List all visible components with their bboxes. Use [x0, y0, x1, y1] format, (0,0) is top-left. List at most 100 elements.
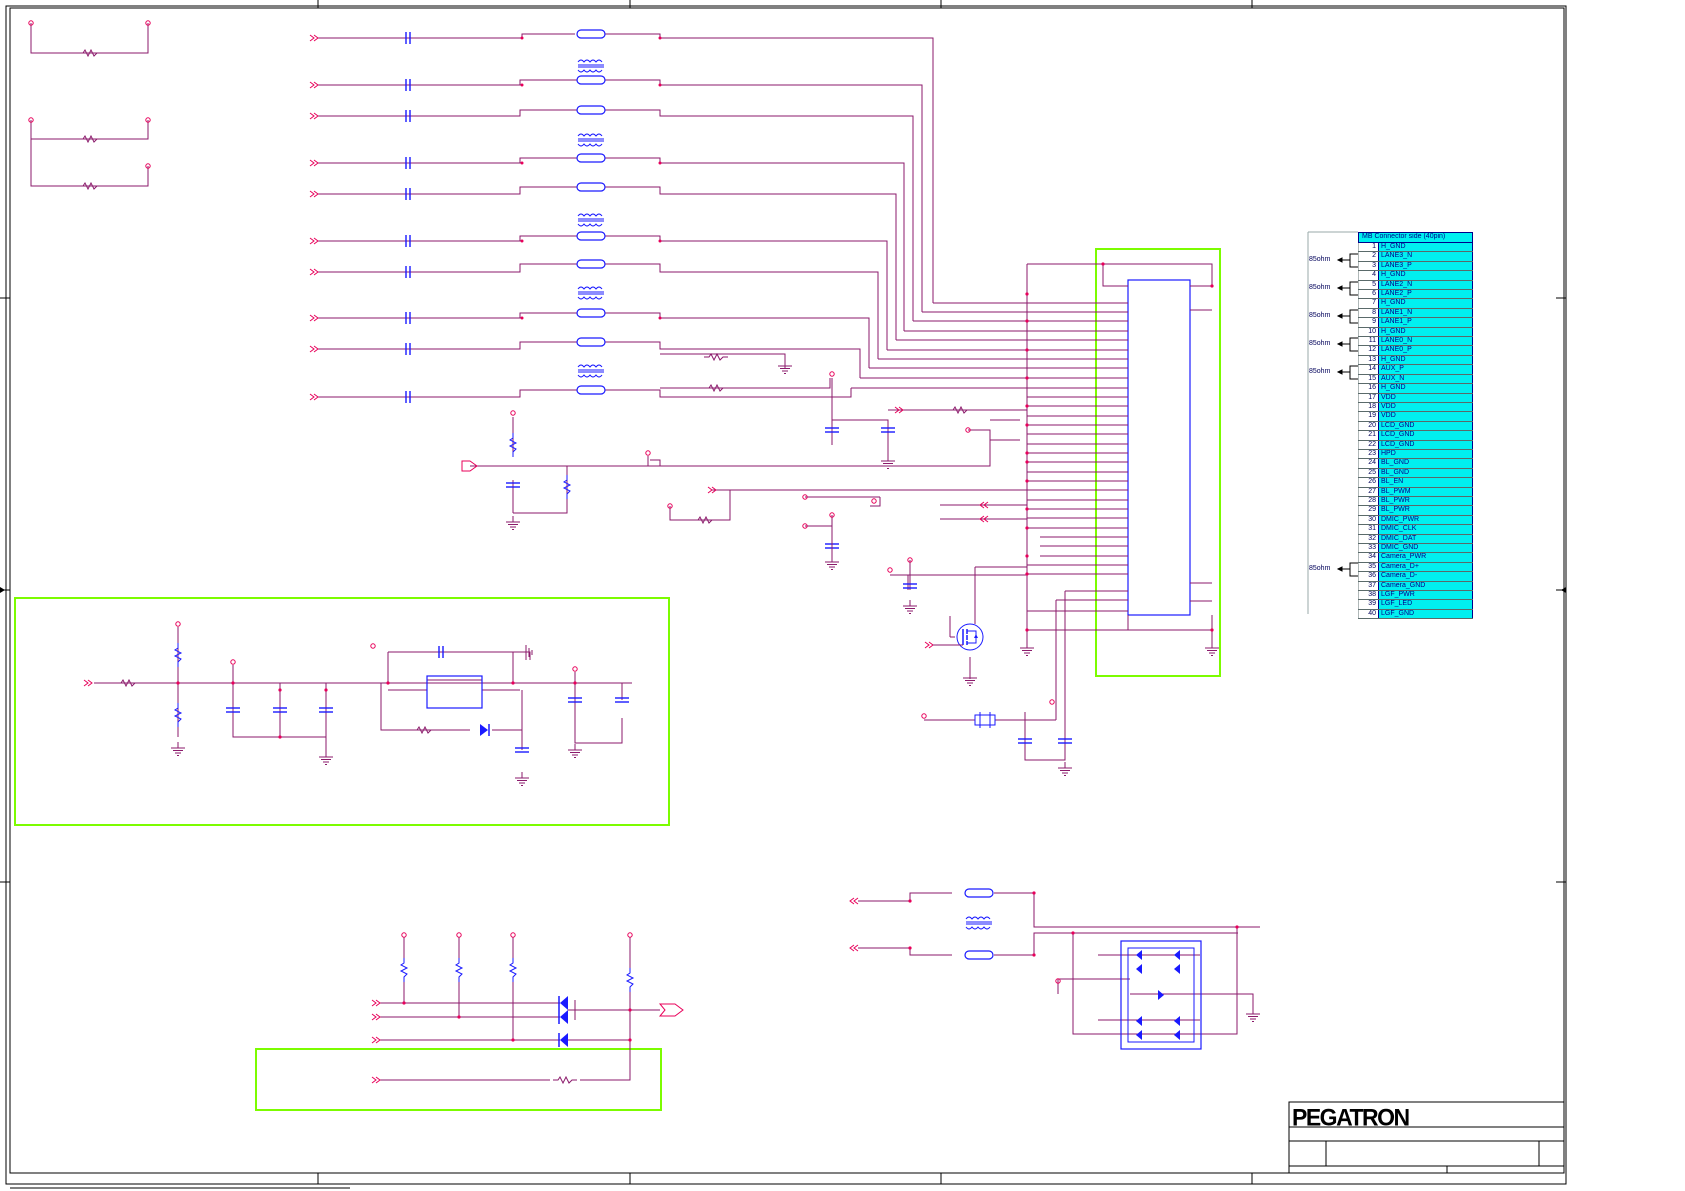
pin-number: 14	[1358, 364, 1379, 375]
pin-signal: BL_PWR	[1378, 505, 1473, 516]
pin-signal: LCD_GND	[1378, 430, 1473, 441]
pin-signal: H_GND	[1378, 383, 1473, 394]
pin-number: 11	[1358, 336, 1379, 347]
pin-number: 21	[1358, 430, 1379, 441]
pin-number: 17	[1358, 393, 1379, 403]
impedance-label: 85ohm	[1309, 256, 1331, 263]
pin-number: 16	[1358, 383, 1379, 394]
aux-and-control-network	[461, 315, 1028, 679]
pin-signal: LGF_PWR	[1378, 590, 1473, 601]
pin-number: 31	[1358, 524, 1379, 535]
pin-signal: VDD	[1378, 393, 1473, 403]
pin-signal: AUX_N	[1378, 374, 1473, 385]
pin-number: 23	[1358, 449, 1379, 460]
pin-signal: LCD_GND	[1378, 440, 1473, 450]
impedance-label: 85ohm	[1309, 368, 1331, 375]
pin-number: 39	[1358, 599, 1379, 610]
pin-signal: LANE1_P	[1378, 317, 1473, 328]
pin-number: 29	[1358, 505, 1379, 516]
pin-number: 15	[1358, 374, 1379, 385]
pin-signal: LANE2_N	[1378, 280, 1473, 291]
pin-signal: BL_PWM	[1378, 487, 1473, 497]
pin-number: 9	[1358, 317, 1379, 328]
pin-signal: LANE2_P	[1378, 289, 1473, 300]
impedance-label: 85ohm	[1309, 284, 1331, 291]
pin-signal: Camera_PWR	[1378, 552, 1473, 563]
impedance-label: 85ohm	[1309, 312, 1331, 319]
pin-signal: LANE3_P	[1378, 261, 1473, 272]
pin-number: 6	[1358, 289, 1379, 300]
pin-number: 5	[1358, 280, 1379, 291]
pin-number: 4	[1358, 270, 1379, 281]
pin-signal: BL_GND	[1378, 458, 1473, 469]
pin-number: 2	[1358, 251, 1379, 262]
sheet-frame	[0, 0, 1567, 1185]
pin-number: 10	[1358, 327, 1379, 338]
impedance-label: 85ohm	[1309, 340, 1331, 347]
title-block	[1288, 1101, 1565, 1174]
pin-number: 20	[1358, 421, 1379, 432]
pin-number: 18	[1358, 402, 1379, 413]
camera-power-filter	[921, 699, 1073, 776]
pin-signal: Camera_GND	[1378, 581, 1473, 592]
pin-number: 34	[1358, 552, 1379, 563]
pin-number: 32	[1358, 534, 1379, 545]
pin-number: 19	[1358, 411, 1379, 422]
pin-number: 35	[1358, 562, 1379, 573]
pin-signal: DMIC_DAT	[1378, 534, 1473, 545]
pin-signal: LANE3_N	[1378, 251, 1473, 262]
pin-signal: H_GND	[1378, 298, 1473, 309]
pin-signal: LANE1_N	[1378, 308, 1473, 319]
pin-signal: VDD	[1378, 402, 1473, 413]
pin-signal: VDD	[1378, 411, 1473, 422]
pin-signal: DMIC_GND	[1378, 543, 1473, 554]
pin-number: 13	[1358, 355, 1379, 366]
pin-number: 27	[1358, 487, 1379, 497]
pin-number: 8	[1358, 308, 1379, 319]
pin-signal: AUX_P	[1378, 364, 1473, 375]
pin-signal: H_GND	[1378, 270, 1473, 281]
detect-diode-block	[255, 932, 684, 1111]
differential-lanes	[309, 29, 934, 404]
pin-signal: H_GND	[1378, 327, 1473, 338]
pin-signal: BL_GND	[1378, 468, 1473, 479]
pin-signal: Camera_D-	[1378, 571, 1473, 582]
pin-number: 40	[1358, 609, 1379, 620]
company-logo: PEGATRON	[1292, 1103, 1410, 1131]
pin-signal: BL_PWR	[1378, 496, 1473, 507]
pin-number: 33	[1358, 543, 1379, 554]
pin-signal: BL_EN	[1378, 477, 1473, 488]
backlight-power-block	[14, 597, 670, 826]
pin-number: 26	[1358, 477, 1379, 488]
